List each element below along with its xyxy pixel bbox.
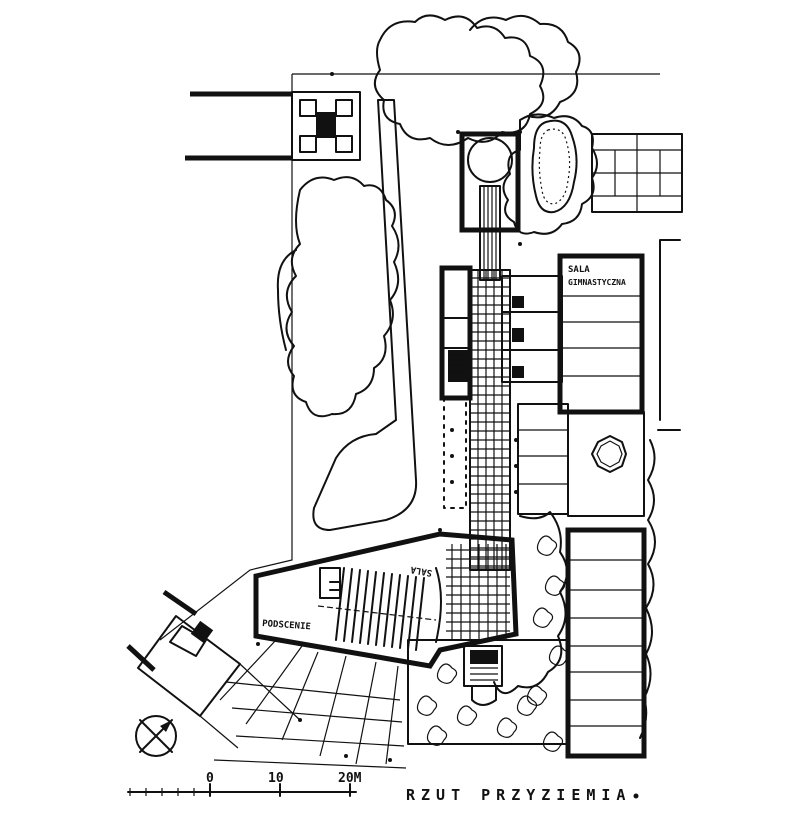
hedge-patches — [416, 535, 570, 752]
south-foliage — [493, 511, 568, 694]
hedge-blob — [548, 645, 570, 666]
scale-tick-20: 20M — [338, 771, 362, 786]
scale-tick-10: 10 — [268, 771, 284, 786]
east-wing — [517, 403, 645, 517]
seat-row — [415, 577, 425, 651]
scale-tick-0: 0 — [206, 771, 214, 786]
site-dot — [450, 428, 454, 432]
curved-path — [312, 99, 418, 531]
pond — [285, 176, 400, 418]
site-dot — [518, 242, 522, 246]
site-dot — [514, 490, 518, 494]
seat-row — [359, 570, 369, 644]
hedge-blob — [516, 695, 538, 716]
seat-row — [375, 572, 385, 646]
central-corridor — [469, 269, 511, 571]
hedge-blob — [496, 717, 518, 738]
site-dot — [518, 130, 522, 134]
site-boundary — [159, 73, 660, 641]
octagon-fountain — [591, 435, 627, 473]
hall-label: SALA — [409, 564, 433, 578]
hedge-blob — [542, 731, 564, 752]
floor-plan-title: RZUT PRZYZIEMIA — [406, 786, 631, 804]
entrance-steps — [463, 645, 503, 706]
site-dot — [388, 758, 392, 762]
hedge-blob — [456, 705, 478, 726]
site-dot — [256, 642, 260, 646]
hedge-blob — [416, 695, 438, 716]
gym-label-line2: GIMNASTYCZNA — [568, 278, 626, 287]
small-pavilion — [185, 91, 361, 161]
site-dot — [514, 438, 518, 442]
site-dots — [256, 72, 522, 762]
swimming-pool — [531, 119, 578, 214]
tree-canopy — [373, 14, 581, 146]
tennis-court — [591, 133, 683, 213]
hedge-blob — [532, 607, 554, 628]
hedge-blob — [536, 535, 558, 556]
site-dot — [456, 130, 460, 134]
seat-row — [335, 567, 345, 641]
sw-plaza-grid — [213, 639, 407, 769]
sw-pavilion — [126, 589, 301, 749]
hedge-blob — [436, 663, 458, 684]
seat-row — [367, 571, 377, 645]
south-east-building — [565, 527, 647, 759]
hedge-blob — [426, 725, 448, 746]
hedge-blob — [544, 575, 566, 596]
site-dot — [344, 754, 348, 758]
north-building — [459, 131, 521, 281]
auditorium — [253, 531, 519, 669]
gym-label-line1: SALA — [568, 265, 590, 275]
seat-row — [407, 576, 417, 650]
scale-bar: 0 10 20M — [127, 771, 362, 797]
site-dot — [298, 718, 302, 722]
site-dot — [330, 72, 334, 76]
seat-row — [399, 575, 409, 649]
site-dot — [438, 528, 442, 532]
north-arrow-icon — [135, 715, 177, 757]
hedge-blob — [526, 685, 548, 706]
seat-row — [351, 569, 361, 643]
pool-foliage — [502, 113, 598, 235]
site-dot — [514, 464, 518, 468]
site-dot — [450, 480, 454, 484]
west-wing — [439, 265, 473, 509]
seat-row — [343, 568, 353, 642]
stage-label: PODSCENIE — [262, 619, 311, 632]
seat-row — [383, 573, 393, 647]
east-foliage — [639, 439, 656, 739]
site-dot — [450, 454, 454, 458]
seat-row — [391, 574, 401, 648]
